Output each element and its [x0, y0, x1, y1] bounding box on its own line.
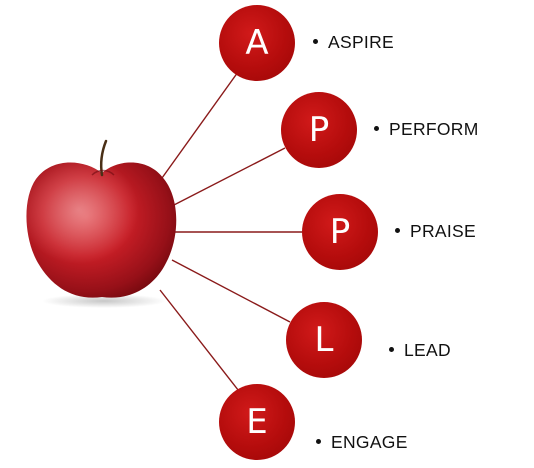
bullet-icon	[313, 38, 318, 44]
letter-circle-perform: P	[281, 92, 357, 168]
label-text-praise: PRAISE	[410, 221, 476, 241]
label-text-engage: ENGAGE	[331, 432, 408, 452]
connector-line-aspire	[161, 71, 239, 179]
label-text-lead: LEAD	[404, 340, 451, 360]
label-text-perform: PERFORM	[389, 119, 479, 139]
bullet-icon	[395, 227, 400, 233]
label-perform: PERFORM	[374, 119, 479, 140]
bullet-icon	[389, 346, 394, 352]
connector-line-lead	[171, 259, 291, 323]
label-lead: LEAD	[389, 340, 451, 361]
label-praise: PRAISE	[395, 221, 476, 242]
letter-circle-aspire: A	[219, 5, 295, 81]
label-text-aspire: ASPIRE	[328, 32, 394, 52]
red-apple-icon	[22, 135, 182, 310]
letter-circle-praise: P	[302, 194, 378, 270]
letter-circle-lead: L	[286, 302, 362, 378]
label-engage: ENGAGE	[316, 432, 408, 453]
label-aspire: ASPIRE	[313, 32, 394, 53]
bullet-icon	[316, 438, 321, 444]
connector-line-perform	[171, 147, 286, 207]
bullet-icon	[374, 125, 379, 131]
letter-circle-engage: E	[219, 384, 295, 460]
connector-line-engage	[159, 289, 243, 396]
